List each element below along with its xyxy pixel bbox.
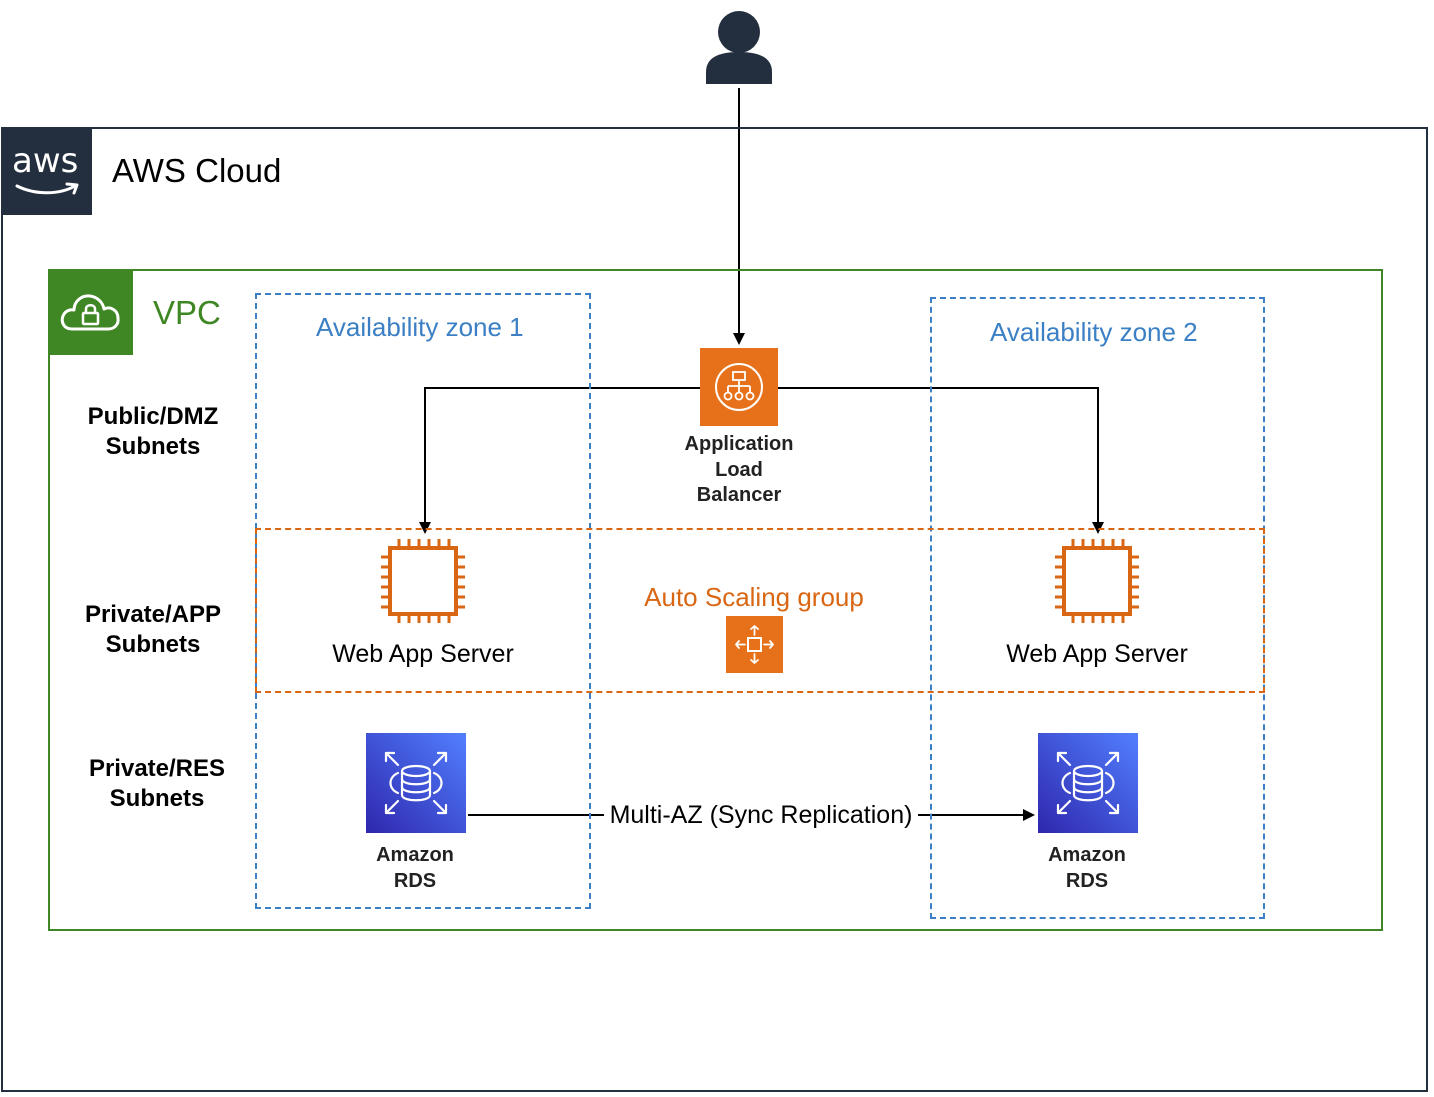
- alb-to-server2-arrow: [778, 387, 1104, 534]
- rds-database-icon: [366, 733, 466, 833]
- tier-label-public: Public/DMZ Subnets: [60, 402, 246, 462]
- rds-1-label-line2: RDS: [393, 870, 437, 892]
- rds-2-label-line2: RDS: [1065, 870, 1109, 892]
- tier-label-public-line1: Public/DMZ: [87, 403, 219, 430]
- replication-label: Multi-AZ (Sync Replication): [604, 801, 918, 830]
- tier-label-res: Private/RES Subnets: [60, 754, 254, 814]
- aws-cloud-frame: [1, 127, 1428, 1092]
- availability-zone-1-label: Availability zone 1: [316, 312, 524, 342]
- tier-label-app-line1: Private/APP: [84, 601, 222, 628]
- web-app-server-1-label: Web App Server: [332, 640, 514, 668]
- load-balancer-label-line1: Application: [684, 433, 794, 455]
- user-icon: [706, 11, 772, 84]
- tier-label-app: Private/APP Subnets: [60, 600, 246, 660]
- vpc-label: VPC: [153, 294, 221, 331]
- tier-label-res-line2: Subnets: [109, 785, 205, 812]
- vpc-frame: [48, 269, 1383, 931]
- aws-logo-icon: aws: [1, 127, 92, 215]
- tier-label-app-line2: Subnets: [105, 631, 201, 658]
- alb-to-server1-arrow: [419, 387, 700, 534]
- ec2-chip-icon: [381, 539, 465, 623]
- auto-scaling-icon: [726, 616, 783, 673]
- rds-2-label-line1: Amazon: [1048, 844, 1126, 866]
- rds-1-label: Amazon RDS: [335, 842, 495, 894]
- load-balancer-label: Application Load Balancer: [649, 432, 829, 509]
- rds-database-icon: [1038, 733, 1138, 833]
- web-app-server-2-label: Web App Server: [1006, 640, 1188, 668]
- aws-logo-text: aws: [12, 141, 79, 181]
- aws-cloud-title: AWS Cloud: [112, 152, 282, 189]
- rds-1-label-line1: Amazon: [376, 844, 454, 866]
- ec2-chip-icon: [1055, 539, 1139, 623]
- load-balancer-icon: [700, 348, 778, 426]
- tier-label-res-line1: Private/RES: [88, 755, 226, 782]
- load-balancer-label-line2: Load: [715, 458, 763, 481]
- auto-scaling-group-frame: [255, 528, 1265, 693]
- rds-2-label: Amazon RDS: [1007, 842, 1167, 894]
- load-balancer-label-line3: Balancer: [696, 484, 782, 506]
- availability-zone-2-label: Availability zone 2: [990, 317, 1198, 347]
- vpc-cloud-lock-icon: [48, 269, 133, 355]
- tier-label-public-line2: Subnets: [105, 433, 201, 460]
- auto-scaling-group-label: Auto Scaling group: [644, 582, 864, 612]
